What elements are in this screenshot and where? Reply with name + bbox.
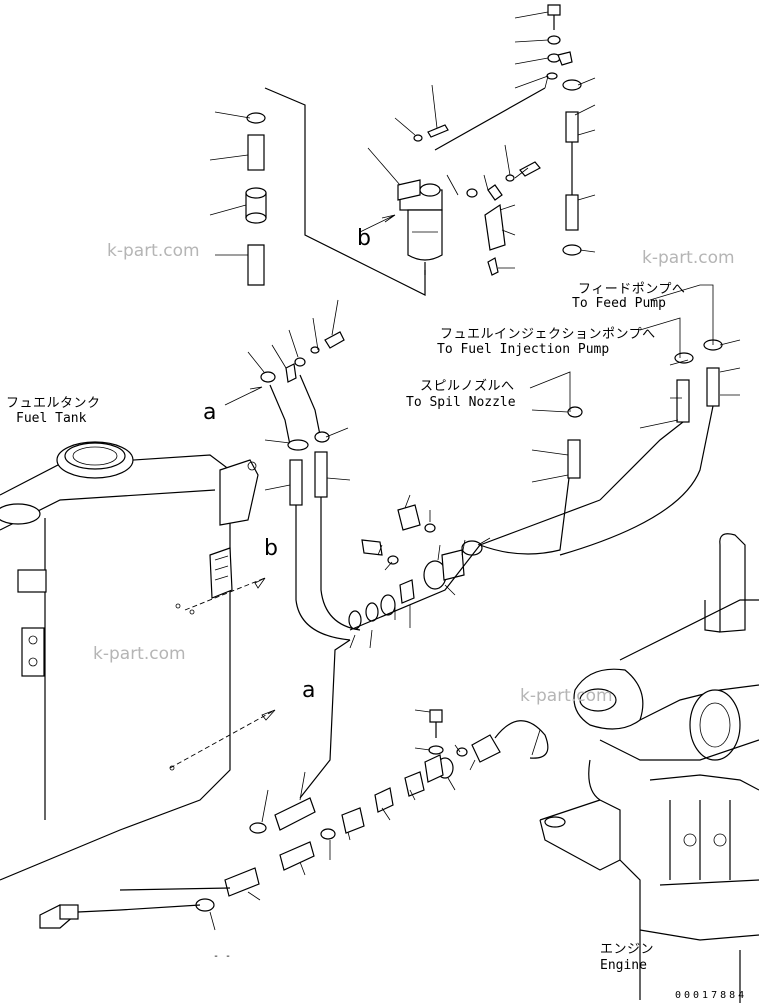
reference-line-a bbox=[169, 709, 276, 769]
callout-a-lower: a bbox=[302, 678, 316, 703]
label-engine-en: Engine bbox=[600, 958, 647, 973]
label-spill-nozzle-en: To Spil Nozzle bbox=[406, 395, 516, 410]
arrow-b-upper bbox=[359, 214, 396, 233]
arrow-to-injection-pump bbox=[639, 317, 681, 358]
arrow-to-spill-nozzle bbox=[529, 371, 571, 412]
label-spill-nozzle-jp: スピルノズルへ bbox=[420, 379, 515, 394]
fuel-filter bbox=[397, 124, 541, 276]
document-number: 00017884 bbox=[675, 990, 748, 1001]
watermark: k-part.com bbox=[642, 248, 735, 268]
callout-b-upper: b bbox=[357, 226, 371, 251]
label-feed-pump-jp: フィードポンプへ bbox=[578, 282, 686, 297]
valve-assembly bbox=[348, 469, 601, 631]
label-fuel-tank-jp: フュエルタンク bbox=[6, 396, 101, 411]
label-injection-pump-en: To Fuel Injection Pump bbox=[437, 342, 610, 357]
arrow-b-lower bbox=[254, 577, 266, 589]
bottom-parts bbox=[77, 639, 549, 913]
callout-dash-bottom: - - bbox=[213, 951, 232, 962]
leader-lines bbox=[209, 11, 741, 931]
callout-b-lower: b bbox=[264, 536, 278, 561]
filter-bracket-outline bbox=[264, 87, 546, 296]
watermark: k-part.com bbox=[520, 686, 613, 706]
top-left-hose bbox=[245, 112, 267, 286]
arrow-a-upper bbox=[224, 386, 263, 406]
arrow-to-feed-pump bbox=[649, 284, 714, 345]
watermark: k-part.com bbox=[93, 644, 186, 664]
fuel-tank bbox=[0, 441, 259, 929]
label-engine-jp: エンジン bbox=[600, 942, 655, 957]
reference-line-b bbox=[184, 577, 266, 611]
label-injection-pump-jp: フュエルインジェクションポンプへ bbox=[440, 327, 656, 342]
upper-right-tubes bbox=[559, 339, 723, 556]
label-fuel-tank-en: Fuel Tank bbox=[16, 411, 87, 426]
arrow-a-lower bbox=[261, 709, 276, 721]
watermark: k-part.com bbox=[107, 241, 200, 261]
top-right-parts bbox=[546, 4, 582, 256]
middle-parts bbox=[260, 331, 361, 641]
callout-a-upper: a bbox=[203, 400, 217, 425]
engine bbox=[539, 533, 759, 1003]
label-feed-pump-en: To Feed Pump bbox=[572, 296, 666, 311]
